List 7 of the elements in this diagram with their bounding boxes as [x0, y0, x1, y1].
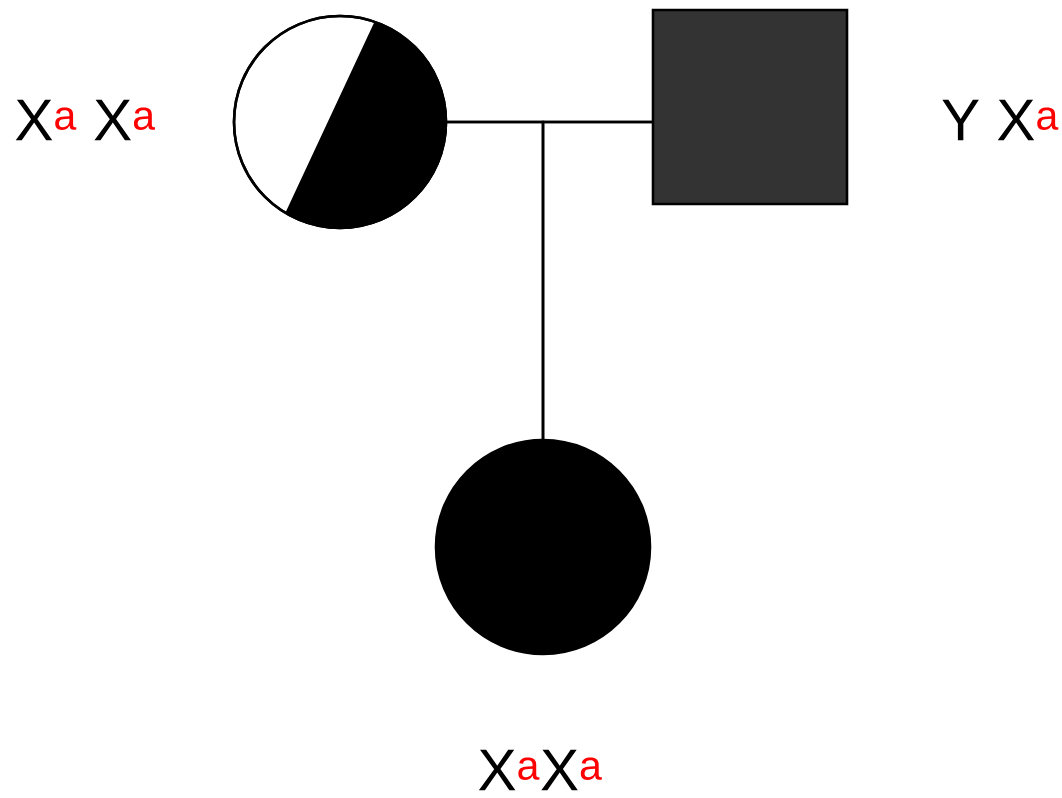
- genotype-label: X$^{a}$ X$^{a}$: [15, 99, 155, 141]
- genotype-label: X$^{a}$X$^{a}$: [478, 749, 602, 791]
- pedigree-square: [651, 8, 849, 206]
- pedigree-line: [541, 120, 653, 440]
- pedigree-circle: [434, 438, 652, 656]
- genotype-label: Y X$^{a}$: [942, 99, 1059, 141]
- pedigree-circle: [232, 14, 448, 230]
